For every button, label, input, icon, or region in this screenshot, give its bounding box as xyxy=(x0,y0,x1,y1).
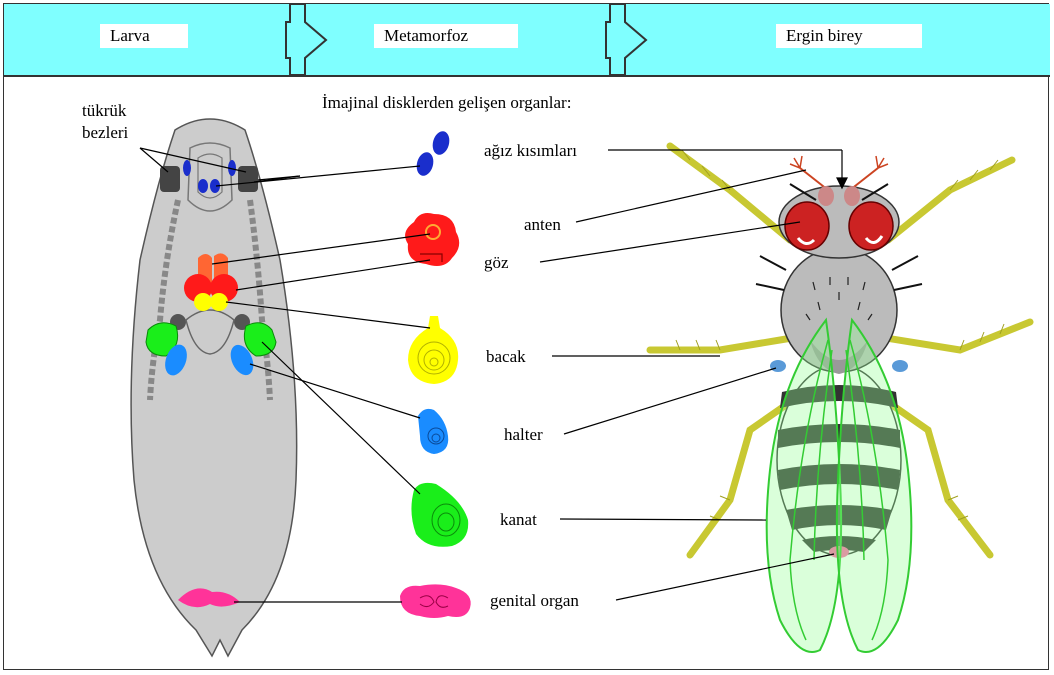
organ-label-halter: halter xyxy=(504,426,543,444)
wing-disc-icon xyxy=(411,483,468,547)
stage-label-metamorphosis: Metamorfoz xyxy=(374,24,518,48)
diagram-heading: İmajinal disklerden gelişen organlar: xyxy=(322,94,571,112)
salivary-gland-left xyxy=(160,166,180,192)
stage-label-adult: Ergin birey xyxy=(776,24,922,48)
stage-label-larva: Larva xyxy=(100,24,188,48)
eye-disc-icon xyxy=(405,213,459,266)
organ-label-antenna: anten xyxy=(524,216,561,234)
organ-label-genital: genital organ xyxy=(490,592,579,610)
imaginal-discs xyxy=(400,129,471,618)
halter-disc-icon xyxy=(418,409,448,454)
organ-label-wing: kanat xyxy=(500,511,537,529)
organ-label-leg: bacak xyxy=(486,348,526,366)
salivary-gland-right xyxy=(238,166,258,192)
mouth-disc-icon xyxy=(414,129,452,177)
salivary-gland-label-line1: tükrük xyxy=(82,102,126,120)
salivary-gland-label-line2: bezleri xyxy=(82,124,128,142)
organ-label-eye: göz xyxy=(484,254,509,272)
organ-label-mouthparts: ağız kısımları xyxy=(484,142,577,160)
genital-disc-icon xyxy=(400,584,471,618)
larva xyxy=(131,119,297,656)
adult-fly xyxy=(650,146,1030,652)
